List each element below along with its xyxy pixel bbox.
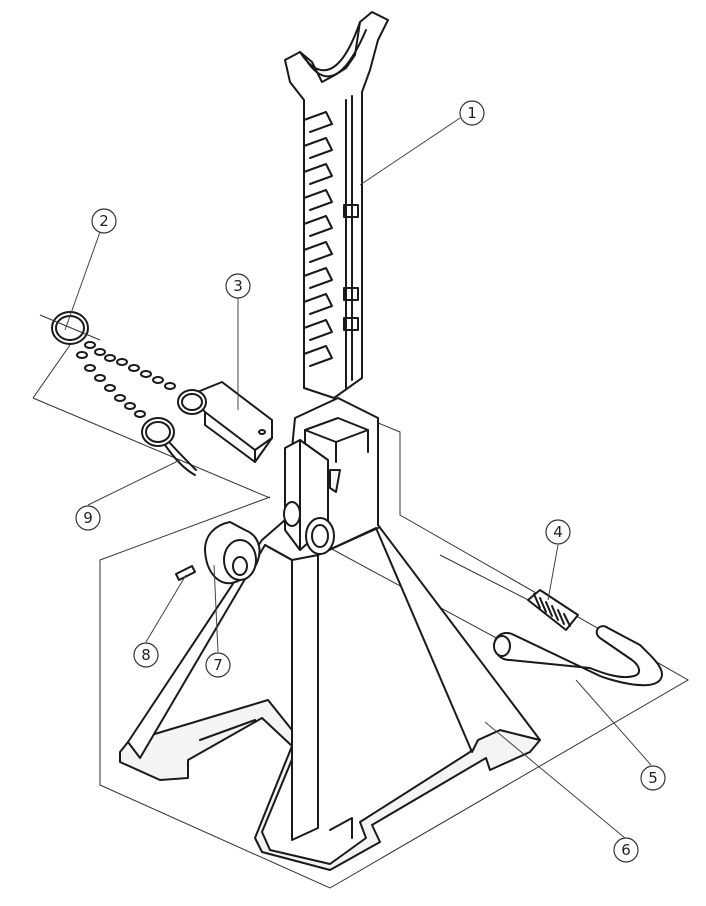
- callout-5-label: 5: [648, 769, 658, 787]
- callout-3-label: 3: [233, 277, 243, 295]
- ratchet-column-part: [284, 11, 389, 399]
- callout-8-label: 8: [141, 646, 151, 664]
- spring-part: [527, 589, 579, 631]
- callout-8: 8: [133, 642, 159, 668]
- callout-4: 4: [545, 519, 571, 545]
- callout-leaders: [64, 117, 652, 839]
- callout-9-label: 9: [83, 509, 93, 527]
- callout-1: 1: [459, 100, 485, 126]
- ratchet-teeth: [303, 111, 333, 367]
- base-stand-part: [119, 397, 541, 871]
- callout-2-label: 2: [99, 212, 109, 230]
- spring-coils: [533, 593, 571, 627]
- small-pin-part: [175, 565, 196, 581]
- callout-3: 3: [225, 273, 251, 299]
- callout-9: 9: [75, 505, 101, 531]
- callout-7-label: 7: [213, 656, 223, 674]
- callout-5: 5: [640, 765, 666, 791]
- clip-pin-part: [164, 442, 197, 476]
- release-lever-part: [189, 381, 273, 463]
- callout-2: 2: [91, 208, 117, 234]
- collar-part: [204, 521, 261, 585]
- callout-6: 6: [613, 837, 639, 863]
- callout-1-label: 1: [467, 104, 477, 122]
- chain-part: [39, 311, 207, 447]
- callout-4-label: 4: [553, 523, 563, 541]
- callout-7: 7: [205, 652, 231, 678]
- chain-links: [76, 341, 176, 418]
- callout-6-label: 6: [621, 841, 631, 859]
- handle-part: [493, 625, 663, 687]
